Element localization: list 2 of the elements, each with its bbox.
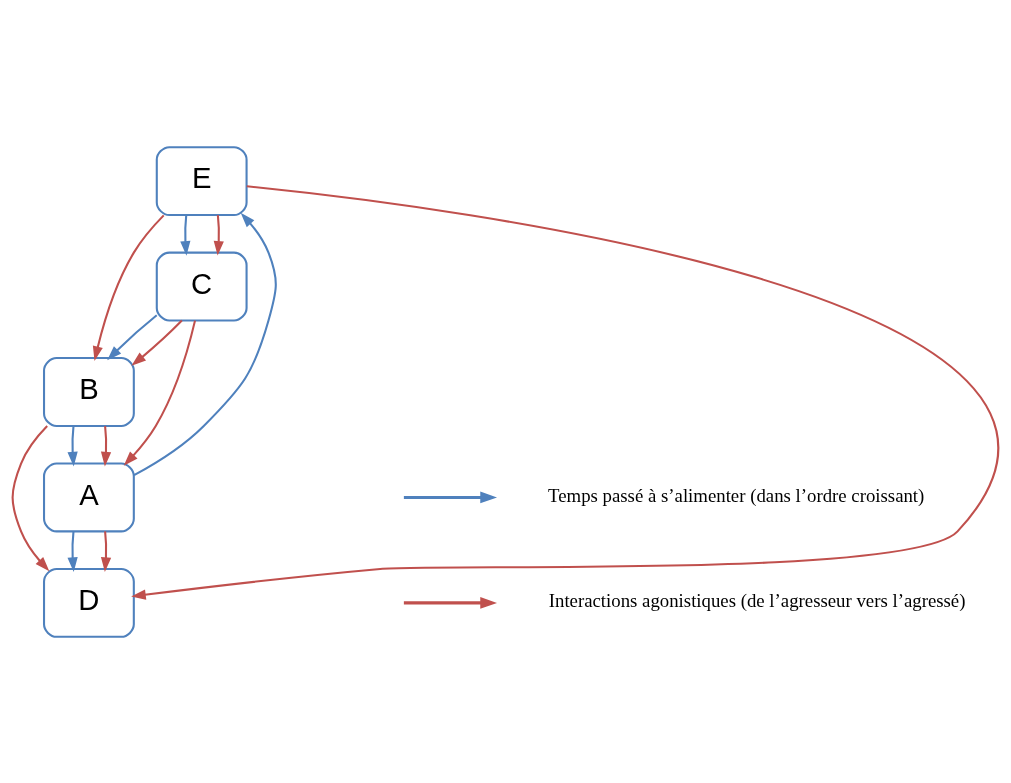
legend-label: Interactions agonistiques (de l’agresseur vers l’agressé) — [548, 589, 966, 611]
legend-label: Temps passé à s’alimenter (dans l’ordre croissant) — [548, 484, 925, 506]
